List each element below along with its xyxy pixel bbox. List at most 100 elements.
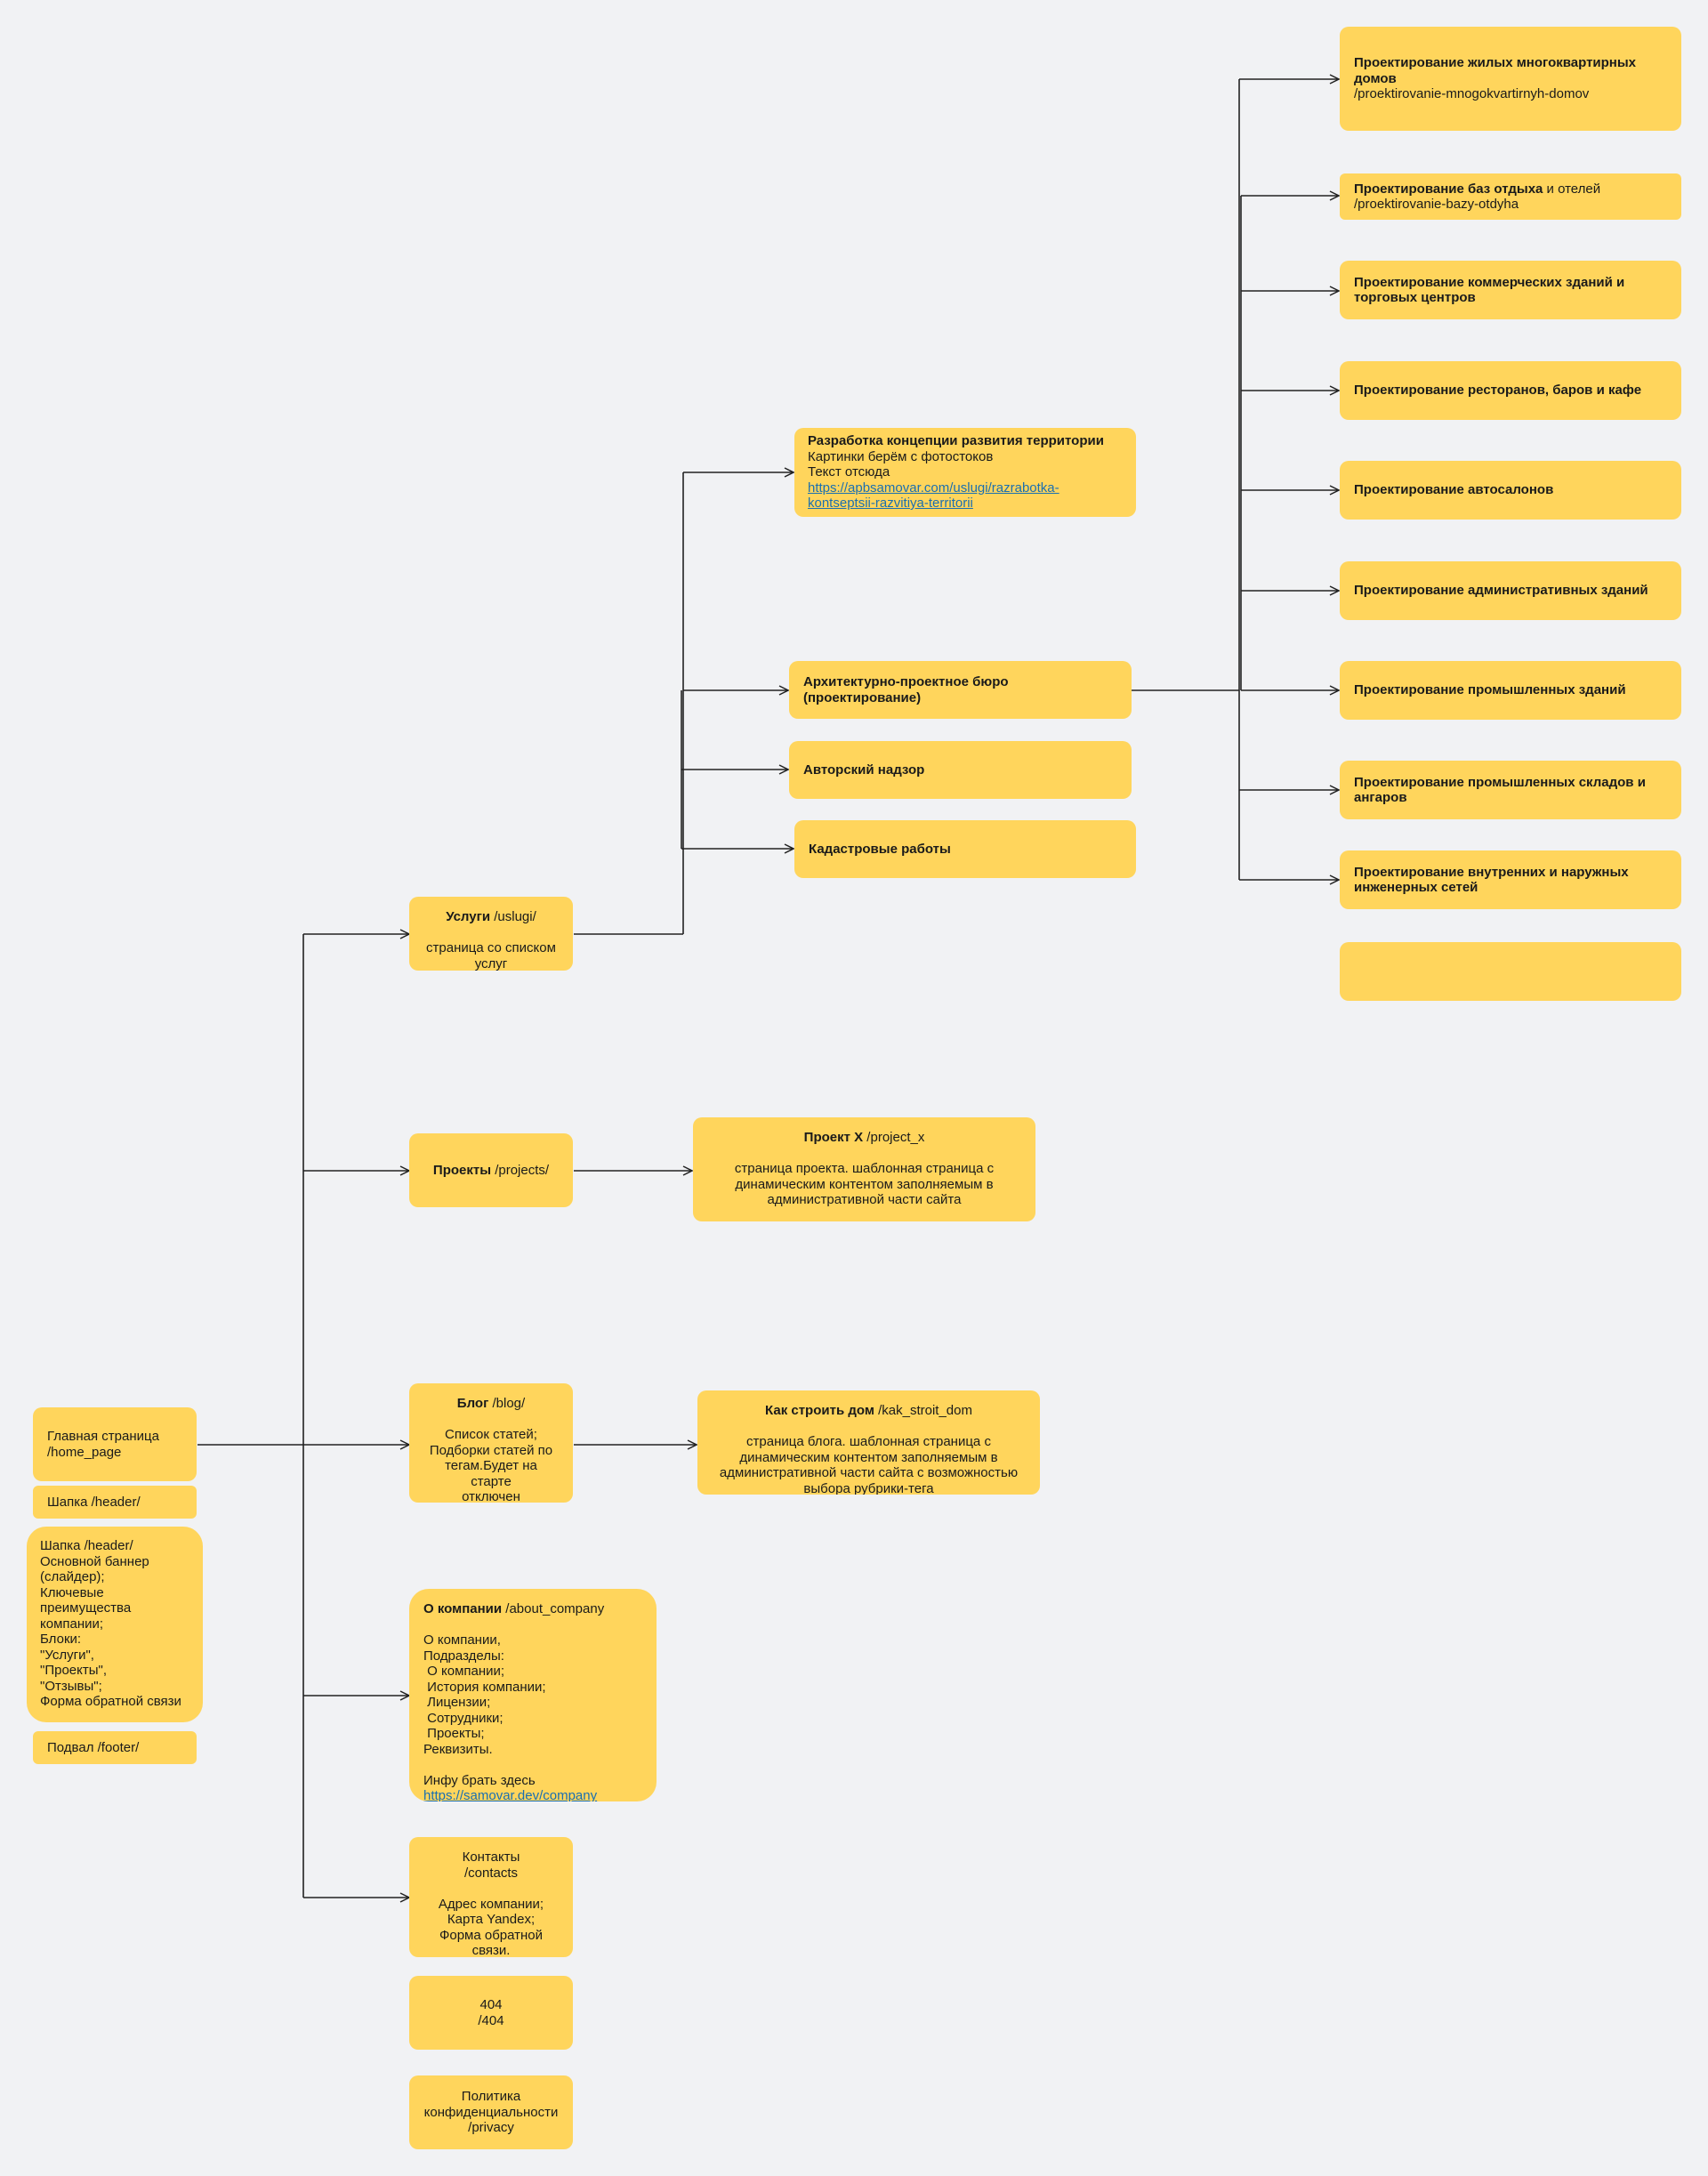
node-concept-l1: Картинки берём с фотостоков <box>808 448 994 464</box>
node-kakstroit-desc-1: страница блога. шаблонная страница с <box>746 1434 991 1449</box>
home-content-line-5: преимущества <box>40 1600 132 1616</box>
node-contacts-desc-2: Карта Yandex; <box>447 1912 536 1927</box>
home-content-line-11: Форма обратной связи <box>40 1694 181 1709</box>
home-content-line-6: компании; <box>40 1616 104 1632</box>
node-arch-title-1: Архитектурно-проектное бюро <box>803 674 1009 689</box>
node-kak-stroit[interactable]: Как строить дом /kak_stroit_dom страница… <box>697 1390 1040 1495</box>
node-projects-title: Проекты <box>432 1162 492 1178</box>
node-blog-title: Блог <box>456 1396 489 1411</box>
node-blog-desc-4: отключен <box>462 1489 520 1503</box>
node-sklady[interactable]: Проектирование промышленных складов и ан… <box>1340 761 1681 819</box>
about-line-5: Лицензии; <box>423 1695 491 1710</box>
node-project-x[interactable]: Проект X /project_x страница проекта. ша… <box>693 1117 1035 1221</box>
node-blog[interactable]: Блог /blog/ Список статей; Подборки стат… <box>409 1383 573 1503</box>
node-kakstroit-path: /kak_stroit_dom <box>874 1403 972 1418</box>
node-blog-desc-2: Подборки статей по <box>429 1442 553 1458</box>
node-nadzor-title: Авторский надзор <box>803 762 925 778</box>
node-prom[interactable]: Проектирование промышленных зданий <box>1340 661 1681 720</box>
about-line-8: Реквизиты. <box>423 1741 493 1757</box>
node-about-company[interactable]: О компании /about_company О компании,Под… <box>409 1589 657 1801</box>
node-restorany[interactable]: Проектирование ресторанов, баров и кафе <box>1340 361 1681 420</box>
node-arch-bureau[interactable]: Архитектурно-проектное бюро (проектирова… <box>789 661 1132 719</box>
about-line-6: Сотрудники; <box>423 1710 504 1726</box>
node-bazy-title: Проектирование баз отдыха <box>1354 181 1543 197</box>
node-contacts-desc-3: Форма обратной <box>439 1927 544 1943</box>
node-seti-title-2: инженерных сетей <box>1354 880 1478 895</box>
node-about-path: /about_company <box>502 1601 605 1616</box>
node-header-label: Шапка /header/ <box>47 1494 141 1510</box>
node-privacy-path: /privacy <box>468 2120 514 2136</box>
node-projectx-title: Проект X <box>803 1130 864 1145</box>
about-line-4: История компании; <box>423 1679 546 1695</box>
node-uslugi-path: /uslugi/ <box>490 909 536 924</box>
node-uslugi-desc-2: услуг <box>474 955 508 971</box>
about-lines: О компании,Подразделы: О компании; Истор… <box>423 1632 642 1757</box>
node-projectx-desc-2: динамическим контентом заполняемым в <box>735 1176 994 1192</box>
node-footer-label: Подвал /footer/ <box>47 1739 140 1755</box>
node-kadastr-title: Кадастровые работы <box>809 841 951 857</box>
node-seti[interactable]: Проектирование внутренних и наружных инж… <box>1340 850 1681 909</box>
node-about-title: О компании <box>423 1601 503 1616</box>
node-blog-desc-3: тегам.Будет на старте <box>445 1458 542 1489</box>
node-footer[interactable]: Подвал /footer/ <box>33 1731 197 1764</box>
node-contacts-title: Контакты <box>462 1850 520 1865</box>
home-content-line-1: Шапка /header/ <box>40 1538 133 1553</box>
node-header[interactable]: Шапка /header/ <box>33 1486 197 1519</box>
node-projectx-path: /project_x <box>863 1130 925 1145</box>
node-prom-title: Проектирование промышленных зданий <box>1354 682 1626 698</box>
node-home-page[interactable]: Главная страница /home_page <box>33 1407 197 1481</box>
node-projectx-desc-3: административной части сайта <box>767 1192 962 1207</box>
node-kadastr[interactable]: Кадастровые работы <box>794 820 1136 878</box>
node-sklady-title-1: Проектирование промышленных складов и <box>1354 774 1646 790</box>
about-company-link[interactable]: https://samovar.dev/company <box>423 1788 598 1801</box>
concept-link-1[interactable]: https://apbsamovar.com/uslugi/razrabotka… <box>808 480 1059 496</box>
node-uslugi[interactable]: Услуги /uslugi/ страница со списком услу… <box>409 897 573 971</box>
node-404[interactable]: 404 /404 <box>409 1976 573 2050</box>
about-line-3: О компании; <box>423 1664 505 1679</box>
home-content-line-8: "Услуги", <box>40 1647 94 1663</box>
node-admin-title: Проектирование административных зданий <box>1354 583 1648 599</box>
node-concept[interactable]: Разработка концепции развития территории… <box>794 428 1136 517</box>
node-home-path: /home_page <box>47 1444 122 1460</box>
home-content-lines: Шапка /header/Основной баннер(слайдер);К… <box>40 1538 189 1710</box>
node-kommerch[interactable]: Проектирование коммерческих зданий и тор… <box>1340 261 1681 319</box>
node-bazy-rest: и отелей <box>1543 181 1601 197</box>
node-projectx-desc-1: страница проекта. шаблонная страница с <box>734 1161 995 1176</box>
edge-uslugi-trunk <box>574 472 684 935</box>
node-contacts[interactable]: Контакты /contacts Адрес компании; Карта… <box>409 1837 573 1957</box>
about-line-7: Проекты; <box>423 1726 485 1741</box>
node-avtosalony[interactable]: Проектирование автосалонов <box>1340 461 1681 520</box>
node-nadzor[interactable]: Авторский надзор <box>789 741 1132 799</box>
node-home-content[interactable]: Шапка /header/Основной баннер(слайдер);К… <box>27 1527 203 1722</box>
node-privacy[interactable]: Политика конфиденциальности /privacy <box>409 2075 573 2149</box>
node-bazy[interactable]: Проектирование баз отдыха и отелей /proe… <box>1340 173 1681 220</box>
node-empty[interactable] <box>1340 942 1681 1001</box>
node-404-path: /404 <box>478 2012 504 2028</box>
node-sklady-title-2: ангаров <box>1354 790 1407 805</box>
node-admin[interactable]: Проектирование административных зданий <box>1340 561 1681 620</box>
node-404-title: 404 <box>479 1997 503 2012</box>
node-avtosalony-title: Проектирование автосалонов <box>1354 482 1554 498</box>
node-zhilye[interactable]: Проектирование жилых многоквартирных дом… <box>1340 27 1681 131</box>
concept-link-2[interactable]: kontseptsii-razvitiya-territorii <box>808 496 973 511</box>
node-kakstroit-desc-3: административной части сайта с возможнос… <box>719 1465 1019 1480</box>
node-privacy-l1: Политика <box>461 2089 521 2105</box>
node-concept-title: Разработка концепции развития территории <box>808 433 1104 448</box>
node-home-title: Главная страница <box>47 1429 159 1444</box>
node-zhilye-path: /proektirovanie-mnogokvartirnyh-domov <box>1354 86 1590 102</box>
node-zhilye-title-1: Проектирование жилых многоквартирных <box>1354 55 1637 71</box>
home-content-line-10: "Отзывы"; <box>40 1678 102 1694</box>
node-bazy-path: /proektirovanie-bazy-otdyha <box>1354 197 1519 212</box>
node-about-info: Инфу брать здесь <box>423 1772 536 1788</box>
node-projects[interactable]: Проекты /projects/ <box>409 1133 573 1207</box>
node-uslugi-desc-1: страница со списком <box>426 940 556 955</box>
about-line-2: Подразделы: <box>423 1648 504 1664</box>
node-concept-l2: Текст отсюда <box>808 464 890 480</box>
about-line-1: О компании, <box>423 1632 501 1648</box>
node-blog-desc-1: Список статей; <box>445 1427 537 1442</box>
home-content-line-9: "Проекты", <box>40 1663 108 1678</box>
node-kakstroit-desc-4: выбора рубрики-тега <box>803 1480 934 1495</box>
node-arch-title-2: (проектирование) <box>803 689 922 705</box>
node-zhilye-title-2: домов <box>1354 70 1397 86</box>
